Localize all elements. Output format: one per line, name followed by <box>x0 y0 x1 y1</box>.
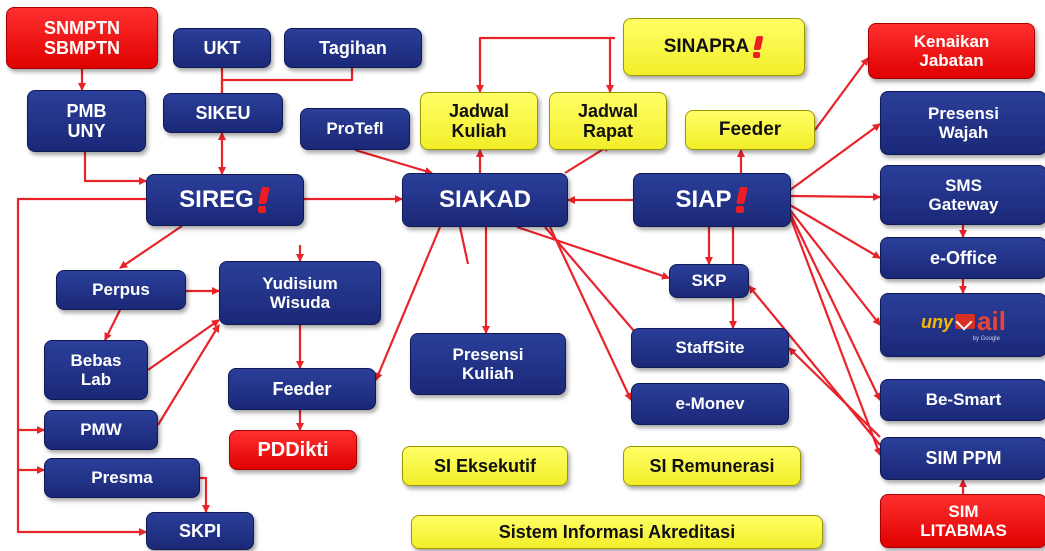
node-si-eksekutif: SI Eksekutif <box>402 446 568 486</box>
connector-arrow <box>814 57 869 131</box>
node-pddikti: PDDikti <box>229 430 357 470</box>
node-feeder-top: Feeder <box>685 110 815 150</box>
connector-arrow <box>789 209 881 326</box>
node-ukt: UKT <box>173 28 271 68</box>
node-sireg: SIREG <box>146 174 304 226</box>
exclamation-icon <box>752 36 764 58</box>
node-presensi-wajah: Presensi Wajah <box>880 91 1045 155</box>
connector-arrow <box>788 347 881 438</box>
connector-arrow <box>104 309 121 341</box>
node-sinapra: SINAPRA <box>623 18 805 76</box>
node-sim-ppm: SIM PPM <box>880 437 1045 480</box>
sireg-label: SIREG <box>179 185 254 213</box>
umail-byline: by Google <box>972 336 1000 343</box>
node-umail: uny ail by Google <box>880 293 1045 357</box>
node-siap: SIAP <box>633 173 791 227</box>
node-presma: Presma <box>44 458 200 498</box>
node-jadwal-rapat: Jadwal Rapat <box>549 92 667 150</box>
connector-arrow <box>157 324 220 426</box>
si-eksekutif-prefix: SI <box>433 455 456 476</box>
node-sim-litabmas: SIM LITABMAS <box>880 494 1045 548</box>
node-sikeu: SIKEU <box>163 93 283 133</box>
node-feeder-mid: Feeder <box>228 368 376 410</box>
node-pmw: PMW <box>44 410 158 450</box>
umail-logo: uny ail by Google <box>921 306 1006 343</box>
connector-arrow <box>354 148 433 175</box>
connector-arrow <box>789 123 881 191</box>
node-skpi: SKPI <box>146 512 254 550</box>
node-perpus: Perpus <box>56 270 186 310</box>
node-jadwal-kuliah: Jadwal Kuliah <box>420 92 538 150</box>
connector-arrow <box>748 285 881 446</box>
node-siakad: SIAKAD <box>402 173 568 227</box>
envelope-icon <box>955 314 976 330</box>
node-snmptn: SNMPTN SBMPTN <box>6 7 158 69</box>
node-e-monev: e-Monev <box>631 383 789 425</box>
connector-arrow <box>83 152 147 185</box>
connector-arrow <box>544 226 641 339</box>
connector-arrow <box>147 319 220 371</box>
node-e-office: e-Office <box>880 237 1045 279</box>
connector-arrow <box>374 226 442 381</box>
connector-arrow <box>220 68 354 93</box>
node-yudisium-wisuda: Yudisium Wisuda <box>219 261 381 325</box>
umail-word: ail <box>977 306 1006 337</box>
connector-arrow <box>516 225 670 280</box>
node-tagihan: Tagihan <box>284 28 422 68</box>
node-sms-gateway: SMS Gateway <box>880 165 1045 225</box>
node-presensi-kuliah: Presensi Kuliah <box>410 333 566 395</box>
node-si-remunerasi: SI Remunerasi <box>623 446 801 486</box>
exclamation-icon <box>735 187 749 213</box>
connector-arrow <box>789 192 881 201</box>
connector-arrow <box>789 212 881 401</box>
node-be-smart: Be-Smart <box>880 379 1045 421</box>
connector-arrow <box>119 225 183 269</box>
node-protefl: ProTefl <box>300 108 410 150</box>
connector-arrow <box>789 204 881 259</box>
umail-prefix: uny <box>921 311 954 332</box>
connector-arrow <box>200 476 210 513</box>
connector-arrow <box>458 226 470 265</box>
connector-arrow <box>788 215 882 456</box>
node-kenaikan-jabatan: Kenaikan Jabatan <box>868 23 1035 79</box>
connector-arrow <box>549 226 632 401</box>
node-bebas-lab: Bebas Lab <box>44 340 148 400</box>
node-skp: SKP <box>669 264 749 298</box>
node-staffsite: StaffSite <box>631 328 789 368</box>
siap-label: SIAP <box>675 185 732 213</box>
connector-arrow <box>16 197 160 434</box>
node-pmb-uny: PMB UNY <box>27 90 146 152</box>
si-eksekutif-label: Eksekutif <box>455 455 537 476</box>
sinapra-label: SINAPRA <box>663 36 750 58</box>
exclamation-icon <box>257 187 271 213</box>
connector-arrow <box>16 430 147 536</box>
connector-arrow <box>476 36 615 93</box>
node-akreditasi: Sistem Informasi Akreditasi <box>411 515 823 549</box>
